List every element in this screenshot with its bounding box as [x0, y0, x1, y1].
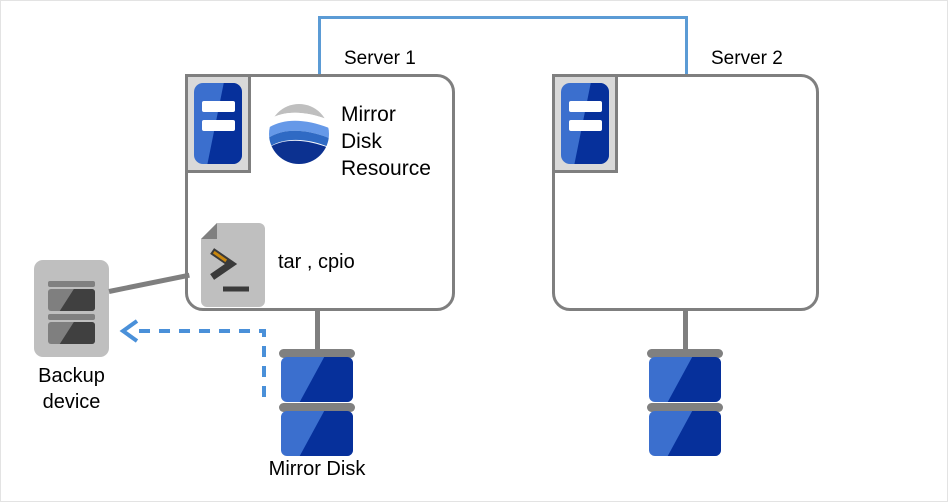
mirror-disk-icon: [279, 349, 355, 457]
globe-icon-svg: [269, 104, 329, 164]
backup-device-icon: [34, 260, 109, 357]
script-terminal-icon: [201, 223, 265, 307]
mirror-disk-resource-label-line1: Mirror: [341, 103, 396, 126]
script-terminal-icon-svg: [201, 223, 265, 307]
server2-disk-icon: [647, 349, 723, 457]
backup-device-platter-bottom: [48, 322, 95, 344]
interconnect-line-left-drop: [318, 16, 321, 77]
mirror-disk-label: Mirror Disk: [268, 458, 366, 480]
mirror-disk-resource-label-line3: Resource: [341, 157, 431, 180]
server-icon-bar-top: [202, 101, 235, 112]
server-icon-bar-bottom: [569, 120, 602, 131]
disk-platter-bottom: [649, 411, 721, 456]
tar-cpio-label: tar , cpio: [278, 251, 355, 273]
backup-device-label-line2: device: [42, 391, 101, 413]
backup-dataflow-arrow: [119, 319, 266, 397]
server1-label: Server 1: [344, 48, 416, 69]
server-icon-bar-bottom: [202, 120, 235, 131]
disk-bar-top: [279, 349, 355, 358]
disk-platter-top: [649, 357, 721, 402]
disk-bar-middle: [279, 403, 355, 412]
globe-icon: [268, 103, 330, 165]
backup-device-platter-top: [48, 289, 95, 311]
interconnect-line-horizontal: [318, 16, 688, 19]
server1-server-icon: [185, 74, 251, 173]
backup-link-line: [108, 272, 190, 294]
backup-device-slot-top: [48, 281, 95, 287]
disk-bar-top: [647, 349, 723, 358]
backup-device-slot-bottom: [48, 314, 95, 320]
server-icon-bar-top: [569, 101, 602, 112]
mirror-disk-resource-label-line2: Disk: [341, 130, 382, 153]
interconnect-line-right-drop: [685, 16, 688, 77]
disk-bar-middle: [647, 403, 723, 412]
disk-platter-top: [281, 357, 353, 402]
server2-label: Server 2: [711, 48, 783, 69]
server2-server-icon: [552, 74, 618, 173]
backup-device-label-line1: Backup: [38, 365, 105, 387]
disk-platter-bottom: [281, 411, 353, 456]
server2-disk-link-line: [683, 311, 688, 349]
server1-disk-link-line: [315, 311, 320, 349]
